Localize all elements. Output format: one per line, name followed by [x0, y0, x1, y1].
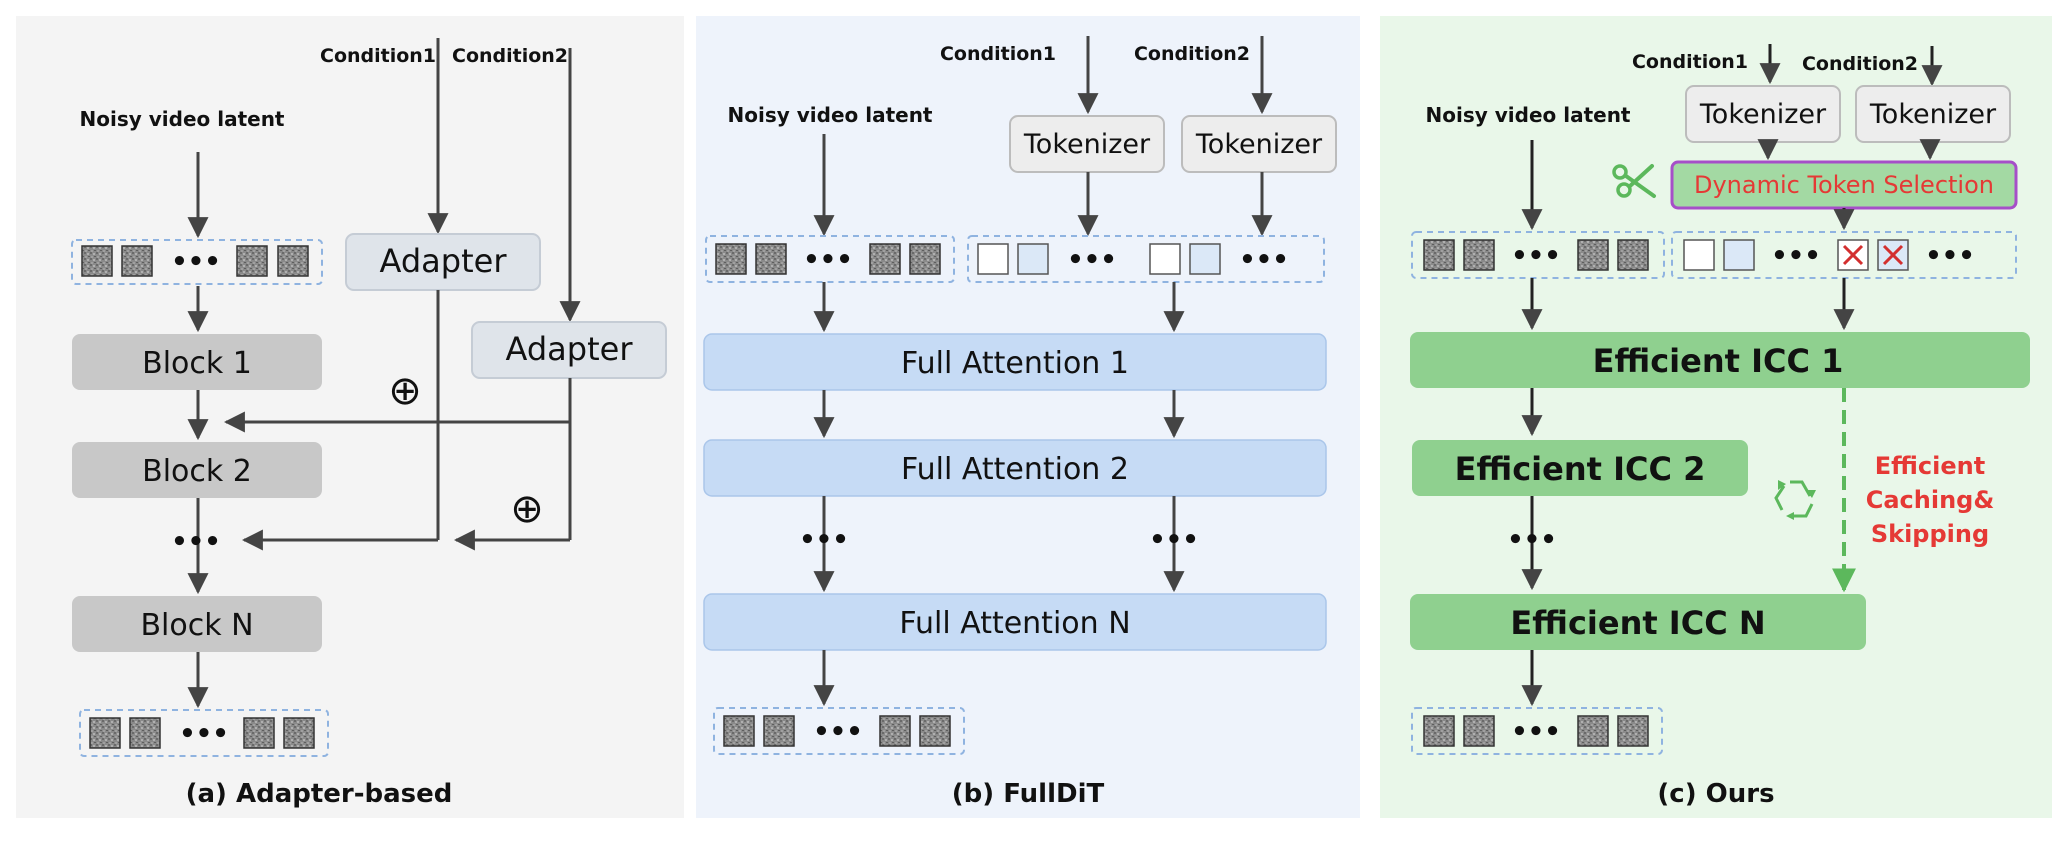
token-ellipsis: ••• — [1511, 717, 1561, 747]
caching-label-line2: Caching& — [1866, 486, 1995, 514]
token-ellipsis: ••• — [171, 247, 221, 277]
block-ellipsis: ••• — [171, 527, 221, 557]
condition-token-row: ••• ••• — [1671, 231, 2017, 279]
token-ellipsis: ••• — [1067, 245, 1117, 275]
layer-ellipsis: ••• — [799, 525, 849, 555]
block-1-label: Block 1 — [142, 346, 252, 381]
dropped-token-icon — [1877, 239, 1909, 271]
panel-b-caption: (b) FullDiT — [952, 779, 1105, 809]
condition1-label: Condition1 — [320, 45, 436, 67]
adapter-box-1 — [345, 233, 541, 291]
caching-label-line3: Skipping — [1871, 520, 1989, 548]
tokenizer-2-label: Tokenizer — [1869, 99, 1997, 130]
block-n — [72, 596, 322, 652]
plus-icon: ⊕ — [510, 486, 544, 532]
input-token-row: ••• — [71, 239, 323, 285]
input-label: Noisy video latent — [80, 107, 285, 131]
full-attention-2-label: Full Attention 2 — [901, 452, 1129, 487]
plus-icon: ⊕ — [388, 368, 422, 414]
block-n-label: Block N — [140, 608, 253, 643]
efficient-icc-n — [1410, 594, 1866, 650]
token-ellipsis: ••• — [1925, 241, 1975, 271]
output-token-row: ••• — [79, 709, 329, 757]
full-attention-n-label: Full Attention N — [899, 606, 1130, 641]
tokenizer-2-label: Tokenizer — [1195, 129, 1323, 160]
scissors-icon — [1612, 164, 1656, 198]
recycle-icon — [1774, 480, 1816, 520]
condition2-label: Condition2 — [1802, 53, 1918, 75]
token-ellipsis: ••• — [1771, 241, 1821, 271]
full-attention-1-label: Full Attention 1 — [901, 346, 1129, 381]
adapter-1-label: Adapter — [380, 242, 508, 280]
input-label: Noisy video latent — [728, 103, 933, 127]
panel-ours: Condition1 Condition2 Noisy video latent… — [1380, 16, 2052, 818]
layer-ellipsis: ••• — [1149, 525, 1199, 555]
panel-adapter-based: Condition1 Condition2 Noisy video latent… — [16, 16, 684, 818]
layer-ellipsis: ••• — [1507, 525, 1557, 555]
block-1 — [72, 334, 322, 390]
efficient-icc-n-label: Efficient ICC N — [1510, 604, 1765, 642]
panel-fulldit: Condition1 Condition2 Noisy video latent… — [696, 16, 1360, 818]
block-2-label: Block 2 — [142, 454, 252, 489]
efficient-icc-1 — [1410, 332, 2030, 388]
full-attention-1 — [703, 333, 1327, 391]
dynamic-token-selection-label: Dynamic Token Selection — [1694, 171, 1994, 199]
efficient-icc-2-label: Efficient ICC 2 — [1455, 450, 1706, 488]
input-label: Noisy video latent — [1426, 103, 1631, 127]
output-token-row: ••• — [1411, 707, 1663, 755]
efficient-icc-2 — [1412, 440, 1748, 496]
output-token-row: ••• — [713, 707, 965, 755]
block-2 — [72, 442, 322, 498]
tokenizer-box-2 — [1181, 115, 1337, 173]
condition2-label: Condition2 — [1134, 43, 1250, 65]
panel-a-caption: (a) Adapter-based — [186, 779, 453, 809]
token-ellipsis: ••• — [179, 719, 229, 749]
condition1-label: Condition1 — [940, 43, 1056, 65]
tokenizer-1-label: Tokenizer — [1699, 99, 1827, 130]
condition1-label: Condition1 — [1632, 51, 1748, 73]
input-token-row: ••• — [1411, 231, 1665, 279]
dropped-token-icon — [1837, 239, 1869, 271]
token-ellipsis: ••• — [813, 717, 863, 747]
full-attention-2 — [703, 439, 1327, 497]
full-attention-n — [703, 593, 1327, 651]
tokenizer-1-label: Tokenizer — [1023, 129, 1151, 160]
condition2-label: Condition2 — [452, 45, 568, 67]
token-ellipsis: ••• — [1239, 245, 1289, 275]
caching-label-line1: Efficient — [1875, 452, 1985, 480]
efficient-icc-1-label: Efficient ICC 1 — [1593, 342, 1844, 380]
token-ellipsis: ••• — [803, 245, 853, 275]
adapter-2-label: Adapter — [506, 330, 634, 368]
token-ellipsis: ••• — [1511, 241, 1561, 271]
condition-token-row: ••• ••• — [967, 235, 1325, 283]
input-token-row: ••• — [705, 235, 955, 283]
panel-c-caption: (c) Ours — [1657, 779, 1774, 809]
